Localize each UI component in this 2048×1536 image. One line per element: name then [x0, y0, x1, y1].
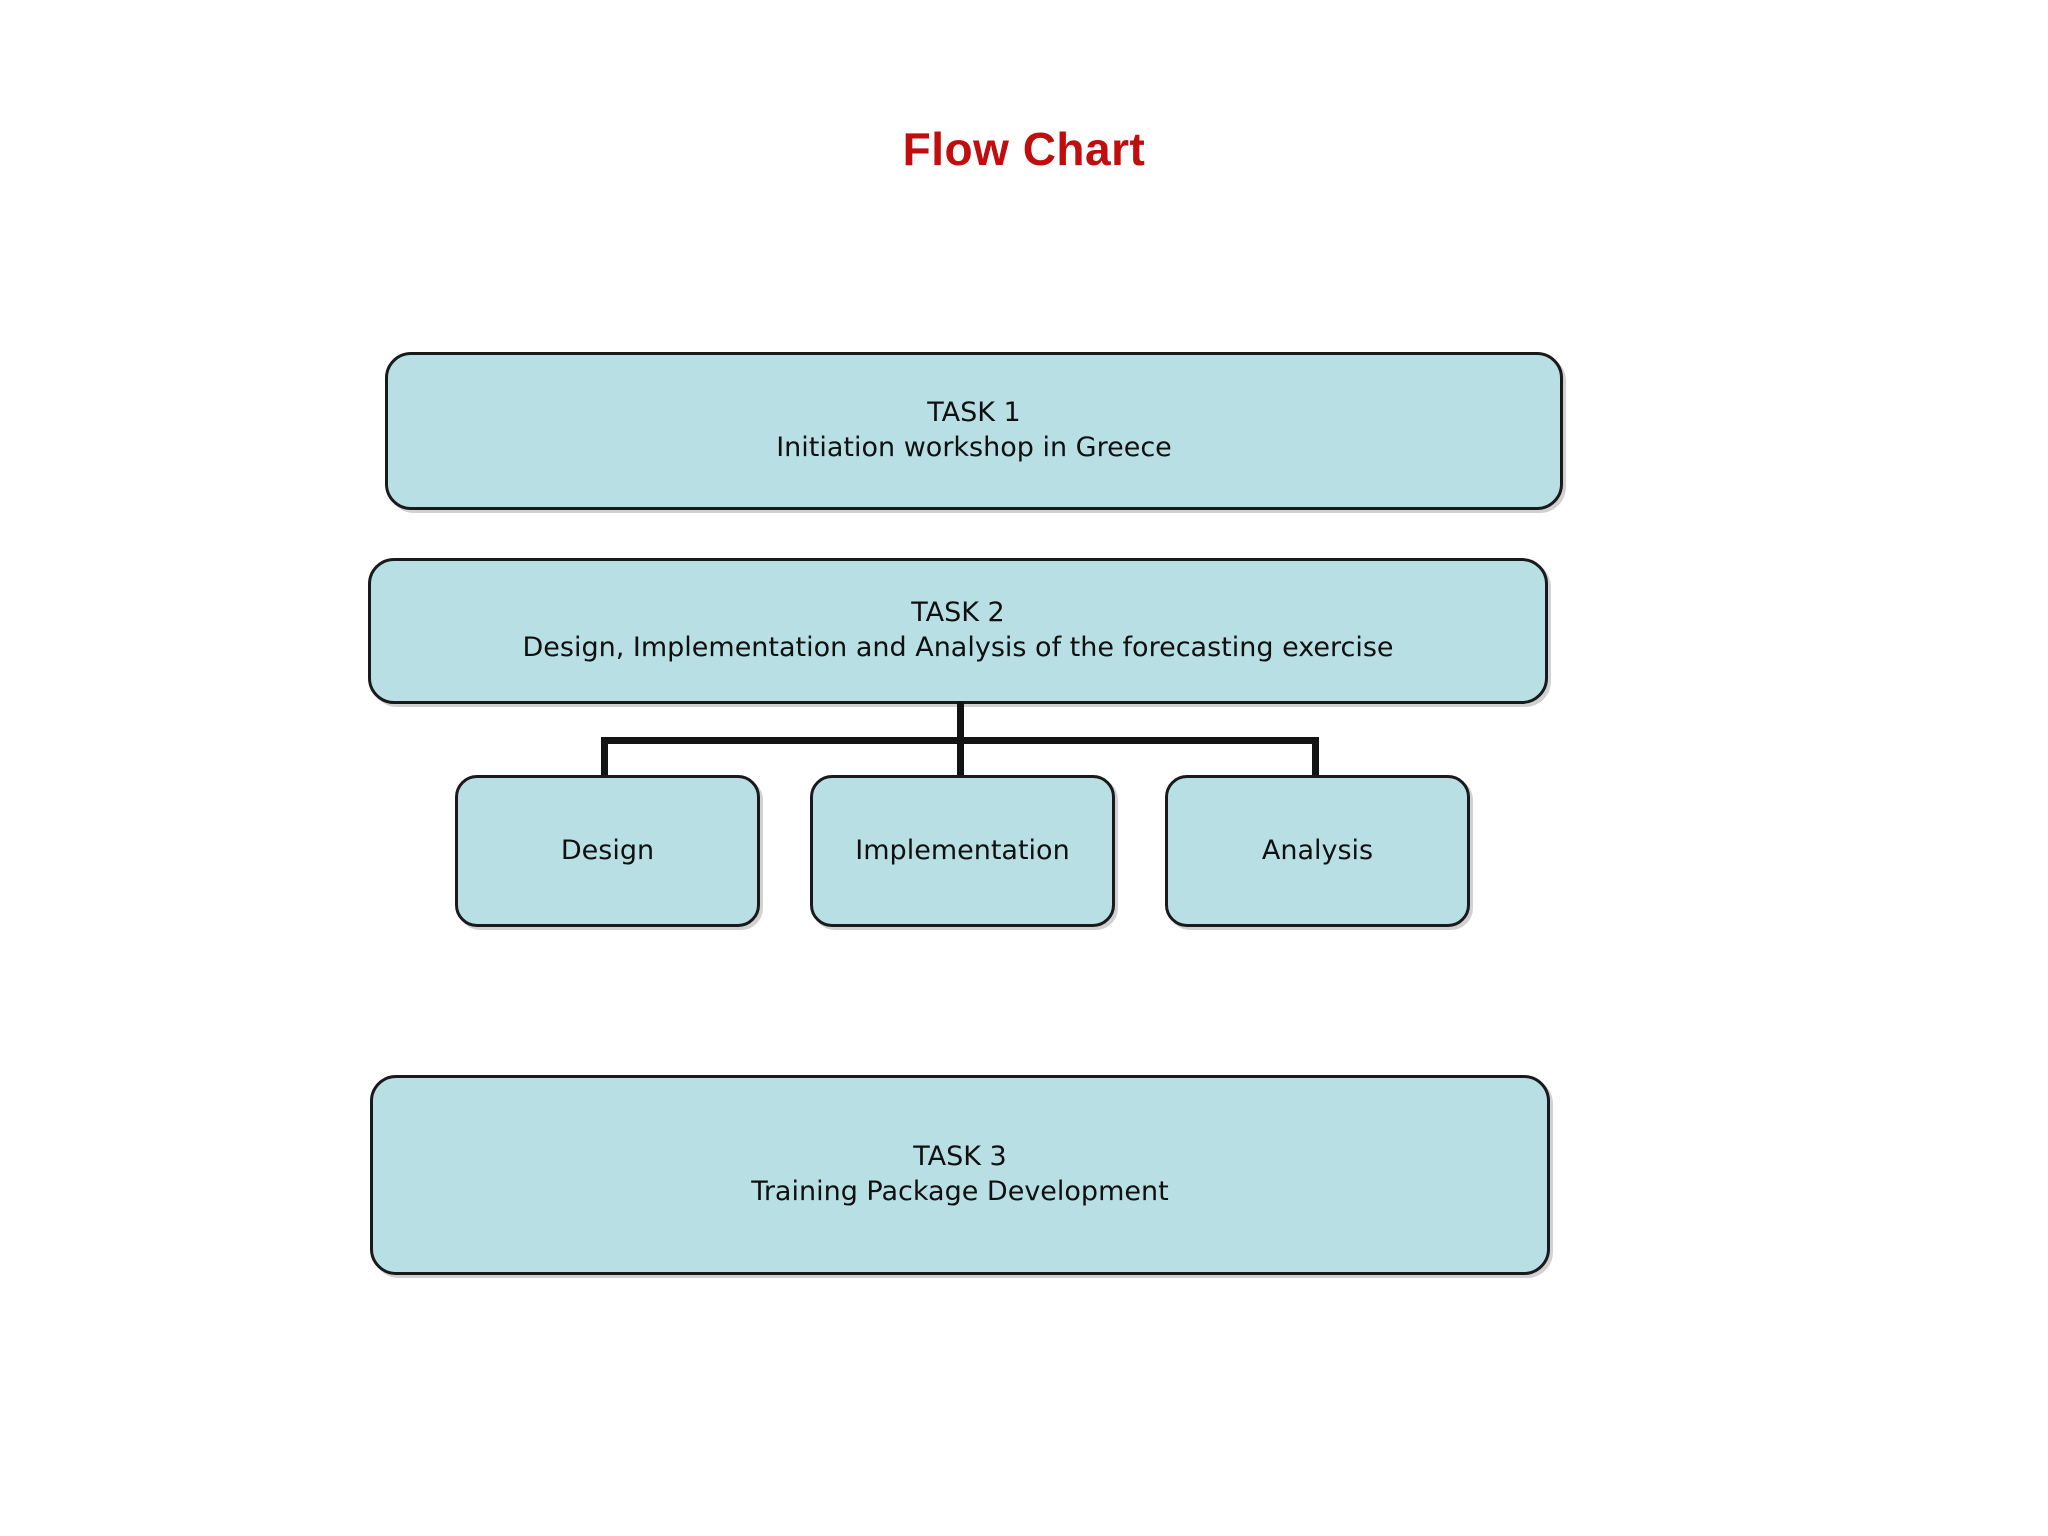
node-task-3-label: TASK 3 Training Package Development — [751, 1141, 1169, 1207]
node-subtask-design[interactable]: Design — [455, 775, 760, 927]
node-subtask-implementation-label: Implementation — [855, 834, 1070, 866]
node-task-1-label: TASK 1 Initiation workshop in Greece — [776, 397, 1172, 463]
node-subtask-analysis-label: Analysis — [1261, 834, 1374, 866]
node-subtask-analysis[interactable]: Analysis — [1165, 775, 1470, 927]
node-subtask-design-label: Design — [560, 834, 655, 866]
page-title: Flow Chart — [902, 123, 1146, 175]
connector-drop-analysis — [1312, 737, 1319, 777]
node-subtask-implementation[interactable]: Implementation — [810, 775, 1115, 927]
node-task-2-label: TASK 2 Design, Implementation and Analys… — [522, 597, 1394, 663]
node-task-1[interactable]: TASK 1 Initiation workshop in Greece — [385, 352, 1563, 510]
node-task-2[interactable]: TASK 2 Design, Implementation and Analys… — [368, 558, 1548, 704]
connector-drop-implementation — [957, 737, 964, 777]
connector-stem-task2 — [957, 702, 964, 744]
connector-drop-design — [601, 737, 608, 777]
node-task-3[interactable]: TASK 3 Training Package Development — [370, 1075, 1550, 1275]
